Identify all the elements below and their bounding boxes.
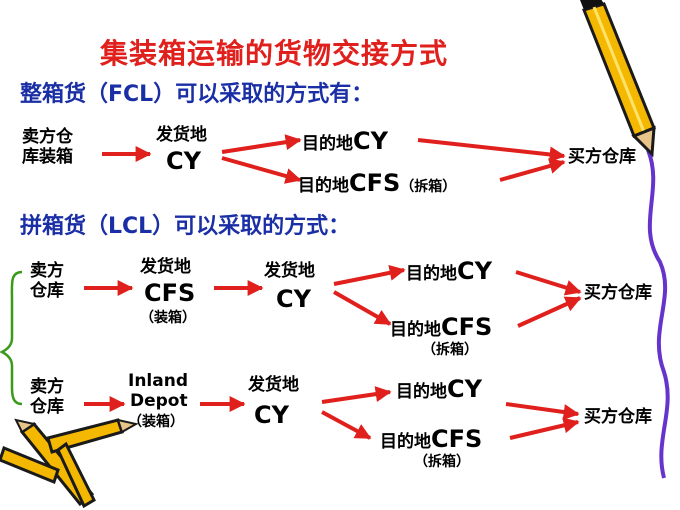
lcl-heading: 拼箱货（LCL）可以采取的方式： <box>20 214 351 239</box>
decorative-ribbon <box>646 149 670 479</box>
fcl-dest-cfs: 目的地CFS（拆箱） <box>298 169 457 198</box>
fcl-seller-line1: 卖方仓 <box>22 127 73 147</box>
arrow-lcl2-origin-destcy <box>321 386 392 404</box>
page-title: 集装箱运输的货物交接方式 <box>100 37 449 70</box>
fcl-origin-label: 发货地 <box>156 125 207 145</box>
arrow-lcl1-destcy-buyer <box>515 270 582 296</box>
arrow-lcl2-origin-destcfs <box>321 410 372 440</box>
fcl-dest-cfs-note: （拆箱） <box>400 179 457 195</box>
lcl2-stage1-note: （装箱） <box>128 414 184 430</box>
lcl2-stage2-label: 发货地 <box>248 375 299 395</box>
arrow-lcl2-destcfs-buyer <box>509 417 580 440</box>
lcl1-stage2-label: 发货地 <box>264 261 315 281</box>
lcl2-seller: 卖方 仓库 <box>30 377 64 417</box>
crossed-pencils-icon <box>0 418 139 509</box>
lcl1-dest-cfs-code: CFS <box>441 313 493 341</box>
lcl1-dest-cy-code: CY <box>457 257 492 285</box>
fcl-dest-cy: 目的地CY <box>302 127 388 156</box>
fcl-dest-cfs-prefix: 目的地 <box>298 176 349 196</box>
arrow-lcl1-origin-destcy <box>333 264 406 286</box>
lcl2-dest-cfs-prefix: 目的地 <box>380 432 431 452</box>
fcl-origin-code: CY <box>166 147 201 175</box>
fcl-seller-line2: 库装箱 <box>22 146 73 167</box>
lcl2-dest-cy-prefix: 目的地 <box>396 382 447 402</box>
arrow-lcl1-origin-destcfs <box>333 290 392 326</box>
lcl1-buyer: 买方仓库 <box>584 283 652 303</box>
lcl1-stage1-label: 发货地 <box>140 257 191 277</box>
fcl-buyer: 买方仓库 <box>568 147 636 167</box>
fcl-heading: 整箱货（FCL）可以采取的方式有： <box>20 82 374 107</box>
lcl2-stage1-line2: Depot <box>130 391 188 411</box>
lcl2-dest-cy-code: CY <box>447 375 482 403</box>
pencil-icon <box>580 0 656 158</box>
fcl-dest-cfs-code: CFS <box>349 169 401 197</box>
lcl1-dest-cy: 目的地CY <box>406 257 492 286</box>
fcl-dest-cy-prefix: 目的地 <box>302 134 353 154</box>
lcl2-dest-cy: 目的地CY <box>396 375 482 404</box>
lcl1-stage2-code: CY <box>276 285 311 313</box>
lcl2-dest-cfs-code: CFS <box>431 425 483 453</box>
fcl-seller: 卖方仓 库装箱 <box>22 127 73 167</box>
lcl2-dest-cfs: 目的地CFS <box>380 425 483 454</box>
lcl1-seller: 卖方 仓库 <box>30 261 64 301</box>
arrow-lcl1-destcfs-buyer <box>517 296 582 328</box>
lcl1-seller-line1: 卖方 <box>30 261 64 281</box>
lcl2-seller-line2: 仓库 <box>30 396 64 417</box>
lcl1-stage1-note: （装箱） <box>140 310 196 326</box>
arrow-fcl-origin-destcfs <box>221 156 302 184</box>
lcl1-seller-line2: 仓库 <box>30 280 64 301</box>
lcl1-dest-cfs: 目的地CFS <box>390 313 493 342</box>
lcl2-stage2-code: CY <box>254 401 289 429</box>
lcl2-buyer: 买方仓库 <box>584 407 652 427</box>
arrow-fcl-destcy-buyer <box>417 138 566 163</box>
lcl1-dest-cfs-prefix: 目的地 <box>390 320 441 340</box>
arrow-fcl-origin-destcy <box>221 134 302 154</box>
arrow-fcl-destcfs-buyer <box>499 158 566 182</box>
lcl1-dest-cy-prefix: 目的地 <box>406 264 457 284</box>
lcl2-stage1-line1: Inland <box>128 371 188 391</box>
route-bracket <box>0 270 23 406</box>
arrow-lcl2-destcy-buyer <box>505 402 580 420</box>
fcl-dest-cy-code: CY <box>353 127 388 155</box>
lcl2-seller-line1: 卖方 <box>30 377 64 397</box>
lcl2-dest-cfs-note: （拆箱） <box>414 454 470 470</box>
lcl1-dest-cfs-note: （拆箱） <box>422 342 478 358</box>
lcl1-stage1-code: CFS <box>144 279 196 307</box>
